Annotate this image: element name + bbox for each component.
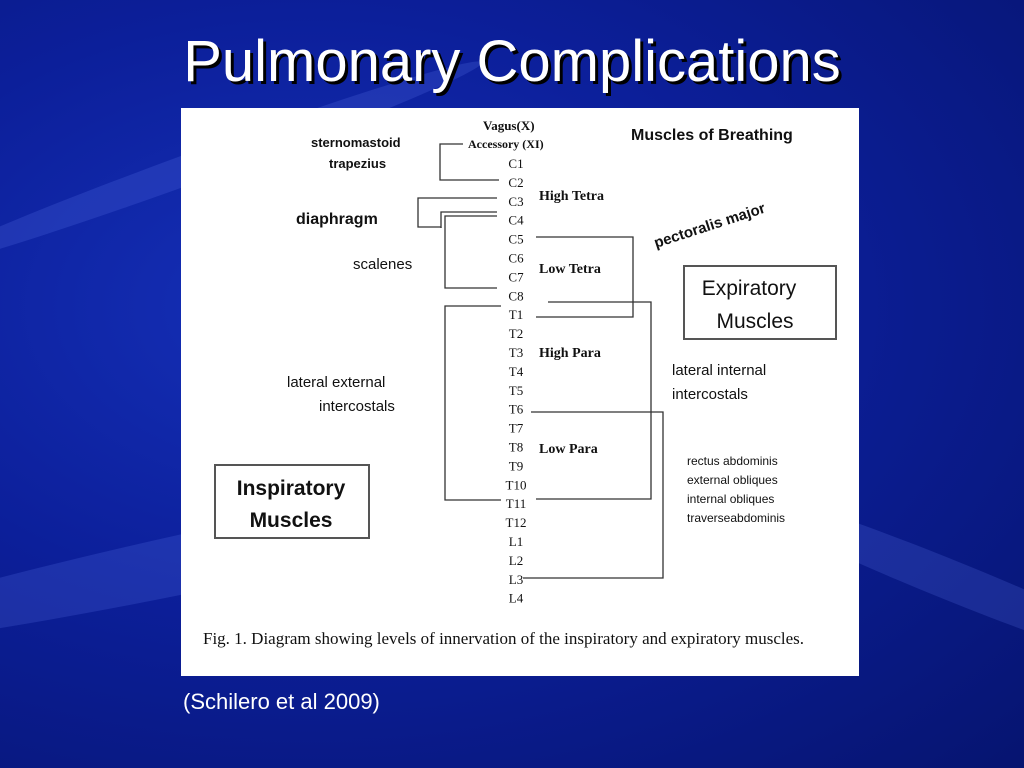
spinal-level-c6: C6 [508,251,524,266]
spinal-level-t2: T2 [509,326,523,341]
muscle-label-trapezius: trapezius [329,156,386,171]
injury-level-low-para: Low Para [539,442,598,457]
bracket-pectoralis [536,236,634,318]
spinal-level-c8: C8 [508,288,523,303]
bracket-internal-intercostals [536,301,652,500]
muscle-label-internal-intercostals: intercostals [672,386,748,403]
spinal-level-t5: T5 [509,383,523,398]
muscle-label-rectus-abdominis: rectus abdominis [687,454,778,468]
spinal-level-c1: C1 [508,156,523,171]
spinal-level-c3: C3 [508,194,523,209]
innervation-brackets [417,143,664,579]
nerve-label-vagus: Vagus(X) [483,118,535,133]
inspiratory-box [214,464,370,539]
citation: (Schilero et al 2009) [183,689,380,714]
muscle-label-traverseabdominis: traverseabdominis [687,511,785,525]
muscle-label-pectoralis: pectoralis major [652,200,768,252]
bracket-external-intercostals [444,305,501,501]
inspiratory-box-subtitle: Muscles [250,509,333,532]
muscle-label-diaphragm: diaphragm [296,211,378,228]
spinal-level-t4: T4 [509,364,524,379]
injury-level-low-tetra: Low Tetra [539,262,601,277]
slide-title: Pulmonary Complications [183,29,841,94]
spinal-level-c2: C2 [508,175,523,190]
spinal-level-l1: L1 [509,534,523,549]
spinal-level-t6: T6 [509,402,524,417]
diagram-heading: Muscles of Breathing [631,127,793,144]
expiratory-box-title: Expiratory [702,277,797,300]
injury-level-high-para: High Para [539,346,601,361]
spinal-level-c5: C5 [508,232,523,247]
spinal-level-t11: T11 [506,496,526,511]
spinal-level-t10: T10 [506,477,527,492]
muscle-label-lateral-internal: lateral internal [672,362,766,379]
bracket-scalenes [444,215,497,289]
bracket-diaphragm [417,197,497,228]
spinal-level-t12: T12 [506,515,527,530]
injury-level-high-tetra: High Tetra [539,189,604,204]
muscle-label-sternomastoid: sternomastoid [311,135,401,150]
muscle-label-external-obliques: external obliques [687,473,778,487]
figure-caption: Fig. 1. Diagram showing levels of innerv… [203,629,805,648]
bracket-abdominals [523,411,664,579]
spinal-levels: C1C2C3C4C5C6C7C8T1T2T3T4T5T6T7T8T9T10T11… [506,156,527,606]
inspiratory-box-title: Inspiratory [237,477,346,500]
bracket-accessory [439,143,499,181]
muscle-label-scalenes: scalenes [353,256,412,273]
spinal-level-l2: L2 [509,553,523,568]
expiratory-box-subtitle: Muscles [716,310,793,333]
spinal-level-l3: L3 [509,572,523,587]
spinal-level-c4: C4 [508,213,524,228]
spinal-level-t8: T8 [509,440,523,455]
diagram-canvas: Muscles of Breathing Vagus(X) Accessory … [214,118,837,606]
spinal-level-t3: T3 [509,345,523,360]
spinal-level-t7: T7 [509,421,524,436]
muscle-label-external-intercostals: intercostals [319,398,395,415]
nerve-label-accessory: Accessory (XI) [468,137,544,151]
muscle-label-internal-obliques: internal obliques [687,492,774,506]
spinal-level-c7: C7 [508,269,524,284]
spinal-level-t9: T9 [509,458,523,473]
spinal-level-l4: L4 [509,591,524,606]
expiratory-box [683,265,837,340]
spinal-level-t1: T1 [509,307,523,322]
muscle-label-lateral-external: lateral external [287,374,385,391]
innervation-diagram: Muscles of Breathing Vagus(X) Accessory … [181,108,859,676]
